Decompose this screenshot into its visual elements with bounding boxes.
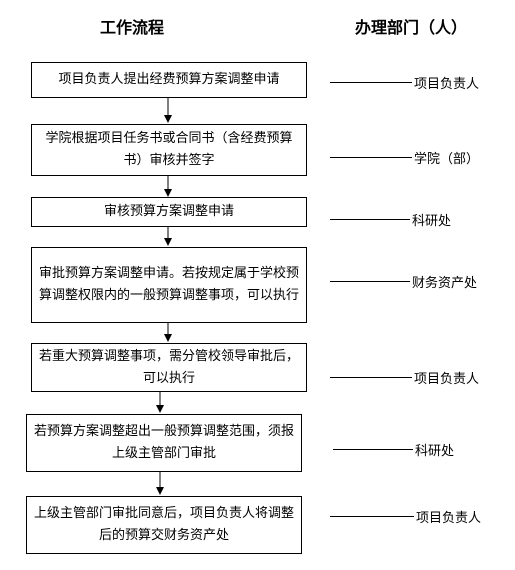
dept-connector-4 — [330, 281, 410, 282]
dept-row-5: 项目负责人 — [330, 368, 479, 387]
step-box-3: 审核预算方案调整申请 — [31, 197, 307, 227]
step-box-4: 审批预算方案调整申请。若按规定属于学校预算调整权限内的一般预算调整事项，可以执行 — [31, 247, 307, 323]
dept-row-7: 项目负责人 — [330, 507, 481, 526]
step-box-5: 若重大预算调整事项，需分管校领导审批后，可以执行 — [31, 343, 307, 392]
step-text-4: 审批预算方案调整申请。若按规定属于学校预算调整权限内的一般预算调整事项，可以执行 — [38, 266, 299, 303]
dept-row-4: 财务资产处 — [330, 272, 477, 291]
dept-row-1: 项目负责人 — [330, 73, 479, 92]
step-box-2: 学院根据项目任务书或合同书（含经费预算书）审核并签字 — [31, 124, 307, 176]
step-text-3: 审核预算方案调整申请 — [103, 204, 234, 219]
dept-connector-7 — [330, 516, 414, 517]
dept-row-2: 学院（部） — [330, 148, 479, 167]
workflow-header: 工作流程 — [100, 18, 165, 37]
dept-connector-6 — [333, 449, 413, 450]
dept-label-6: 科研处 — [415, 444, 455, 459]
step-text-1: 项目负责人提出经费预算方案调整申请 — [58, 72, 280, 87]
dept-connector-1 — [330, 82, 412, 83]
dept-label-2: 学院（部） — [414, 152, 480, 167]
dept-label-7: 项目负责人 — [416, 511, 482, 526]
step-text-2: 学院根据项目任务书或合同书（含经费预算书）审核并签字 — [45, 131, 293, 168]
dept-label-5: 项目负责人 — [414, 372, 480, 387]
step-box-7: 上级主管部门审批同意后，项目负责人将调整后的预算交财务资产处 — [26, 496, 302, 554]
step-box-1: 项目负责人提出经费预算方案调整申请 — [31, 62, 307, 98]
department-header: 办理部门（人） — [355, 18, 468, 37]
dept-label-3: 科研处 — [412, 214, 452, 229]
dept-connector-5 — [330, 377, 412, 378]
step-text-6: 若预算方案调整超出一般预算调整范围，须报上级主管部门审批 — [33, 424, 294, 461]
dept-connector-2 — [330, 157, 412, 158]
step-text-7: 上级主管部门审批同意后，项目负责人将调整后的预算交财务资产处 — [33, 506, 294, 543]
step-text-5: 若重大预算调整事项，需分管校领导审批后，可以执行 — [38, 348, 299, 386]
dept-row-6: 科研处 — [333, 440, 454, 459]
dept-label-4: 财务资产处 — [412, 276, 478, 291]
dept-connector-3 — [330, 219, 410, 220]
step-box-6: 若预算方案调整超出一般预算调整范围，须报上级主管部门审批 — [26, 414, 302, 472]
dept-row-3: 科研处 — [330, 210, 451, 229]
dept-label-1: 项目负责人 — [414, 77, 480, 92]
